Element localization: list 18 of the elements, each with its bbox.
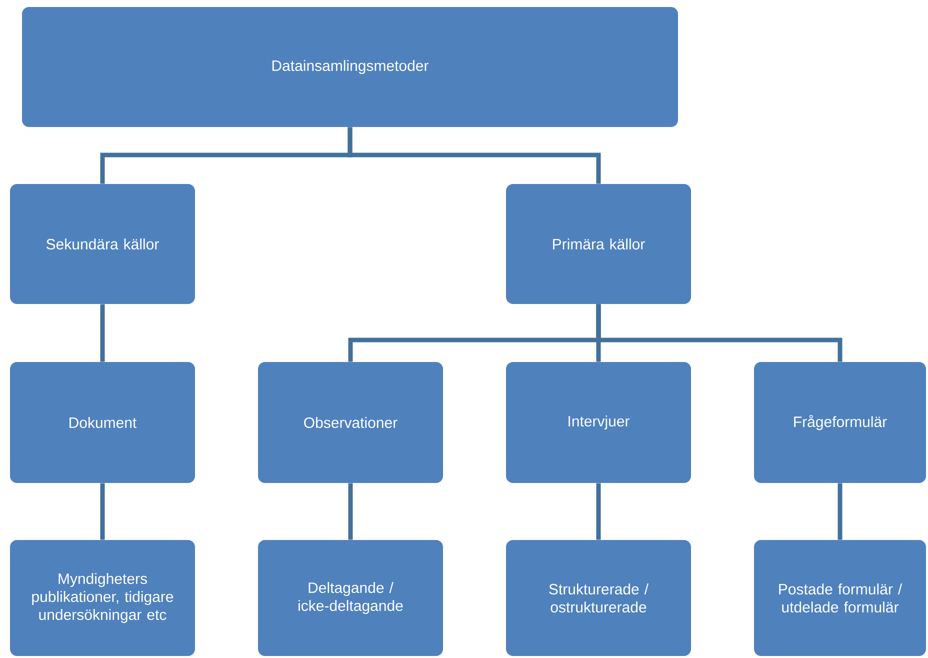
process-box: Sekundära källor bbox=[10, 184, 195, 304]
process-box: Deltagande / icke-deltagande bbox=[258, 540, 443, 656]
connector-line bbox=[596, 483, 601, 540]
connector-line bbox=[838, 483, 842, 540]
process-box: Observationer bbox=[258, 362, 443, 483]
process-box: Frågeformulär bbox=[754, 362, 926, 483]
process-box: Strukturerade / ostrukturerade bbox=[506, 540, 691, 656]
process-box: Intervjuer bbox=[506, 362, 691, 483]
connector-line bbox=[348, 483, 353, 540]
connector-line bbox=[100, 304, 105, 362]
process-box: Postade formulär / utdelade formulär bbox=[754, 540, 926, 656]
connector-line bbox=[348, 127, 601, 184]
process-box: Primära källor bbox=[506, 184, 691, 304]
process-box: Dokument bbox=[10, 362, 195, 483]
process-box: Myndigheters publikationer, tidigare undersökningar etc bbox=[10, 540, 195, 656]
connector-line bbox=[100, 483, 105, 540]
process-box: Datainsamlingsmetoder bbox=[22, 7, 678, 127]
connector-line bbox=[596, 304, 842, 362]
